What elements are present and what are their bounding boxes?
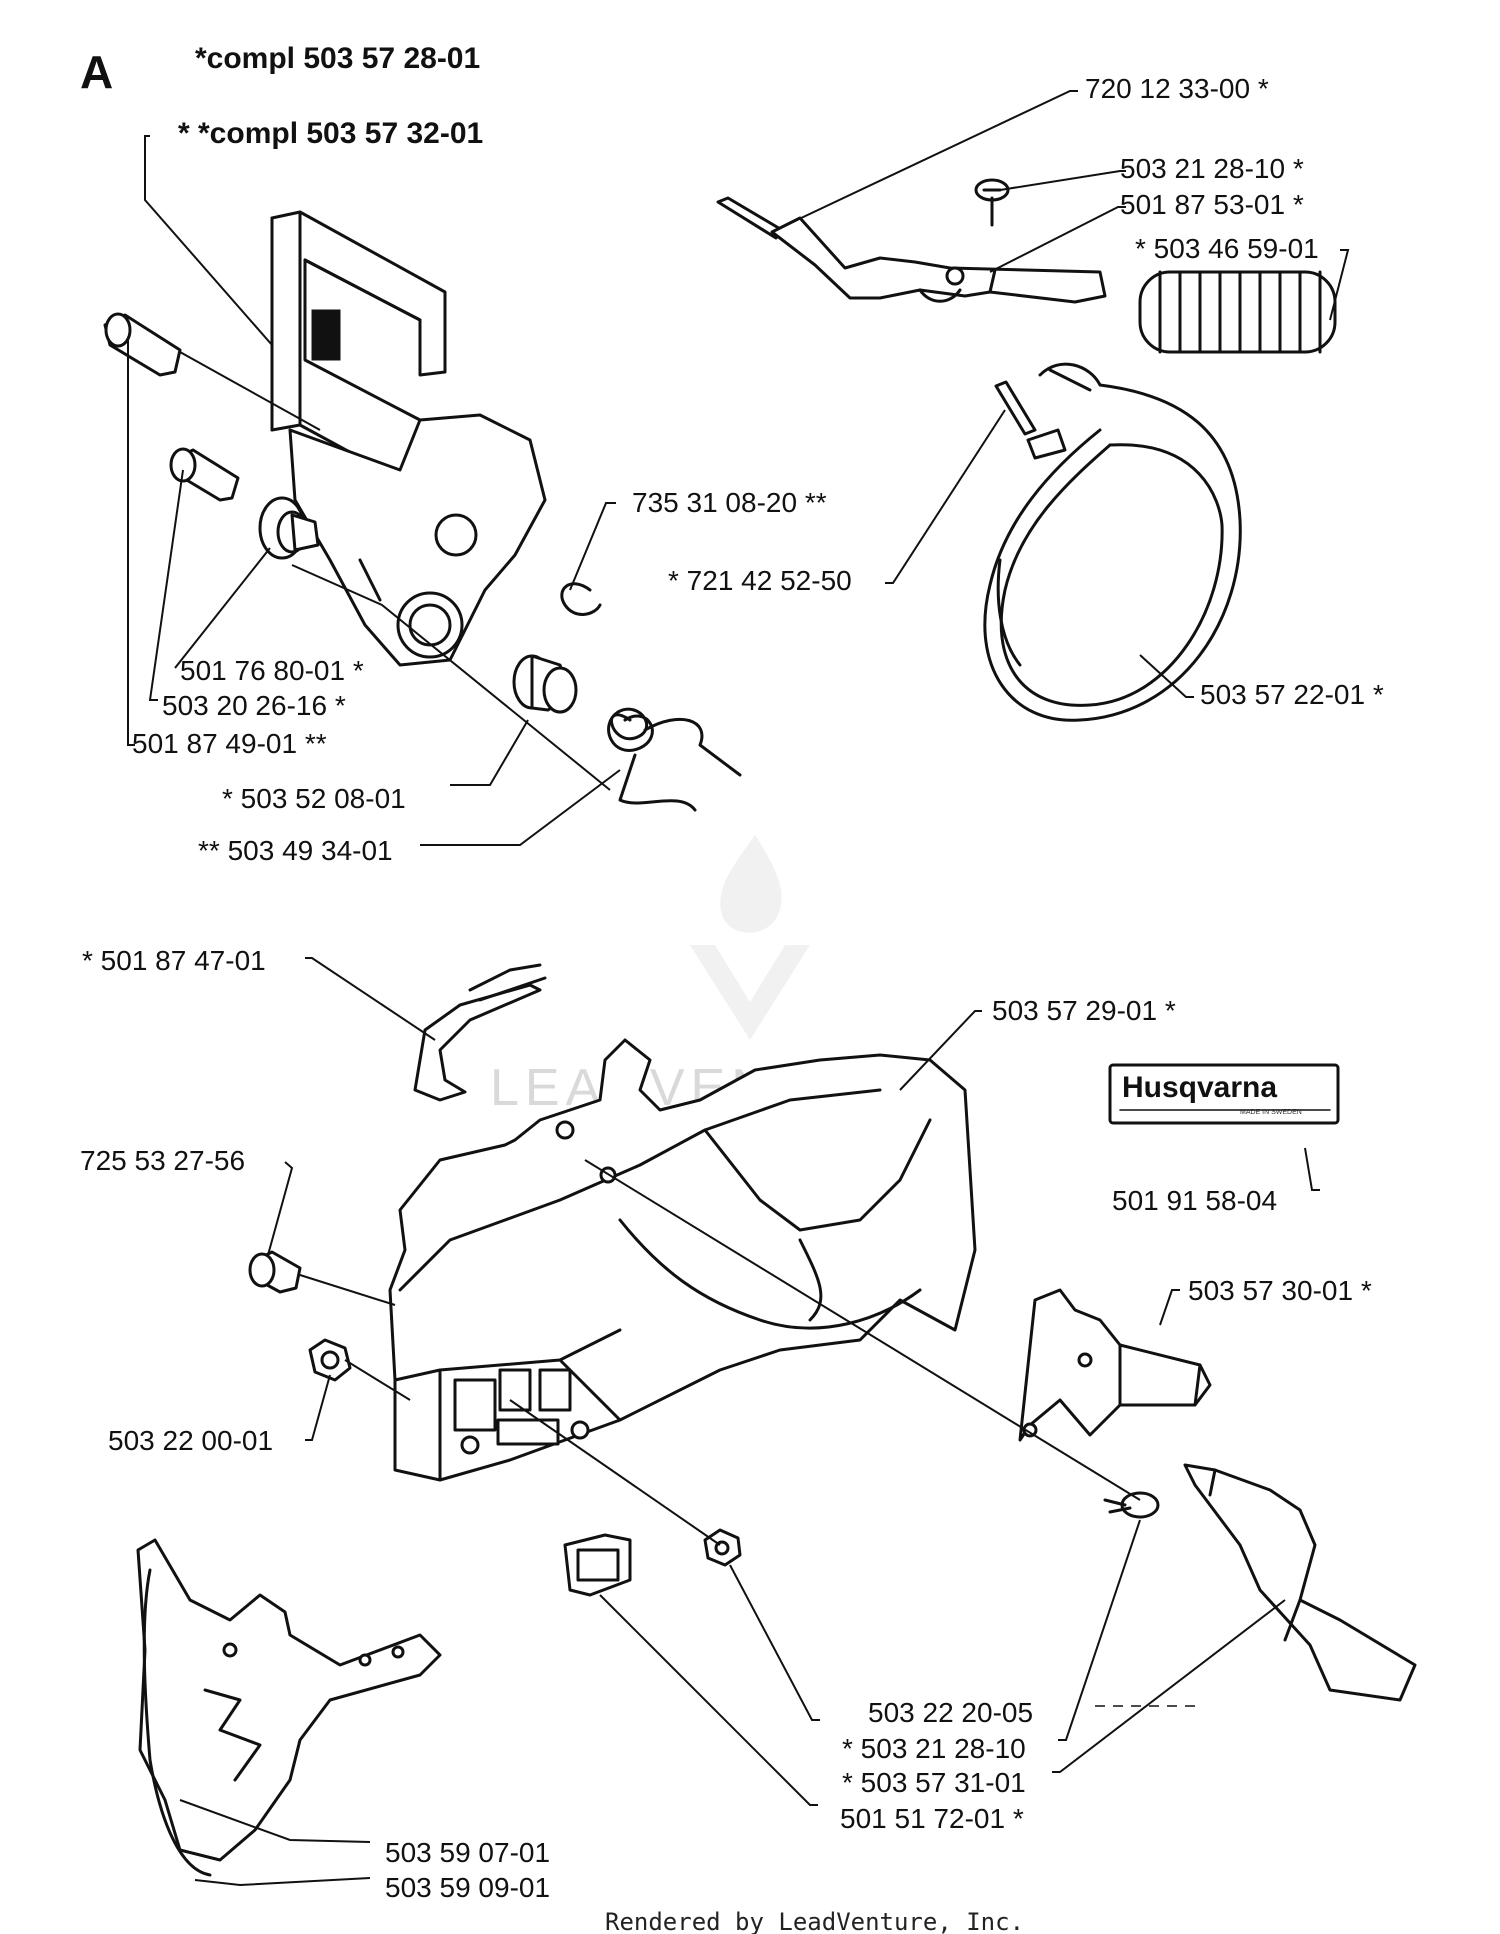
washer-501-76-80-01 xyxy=(258,496,320,560)
brake-band-503-57-22-01 xyxy=(983,362,1242,722)
circlip-735-31-08-20 xyxy=(560,582,602,616)
label-501-91-58-04: 501 91 58-04 xyxy=(1112,1185,1277,1216)
nut-503-22-00-01 xyxy=(308,1338,352,1382)
brake-link-501-87-53-01 xyxy=(770,216,1107,304)
nut-503-22-20-05 xyxy=(703,1528,742,1567)
watermark-logo xyxy=(690,835,810,1040)
label-501-51-72-01: 501 51 72-01 * xyxy=(840,1803,1024,1834)
label-503-49-34-01: ** 503 49 34-01 xyxy=(198,835,393,866)
label-503-57-31-01: * 503 57 31-01 xyxy=(842,1767,1026,1798)
label-501-76-80-01: 501 76 80-01 * xyxy=(180,655,364,686)
label-503-22-20-05: 503 22 20-05 xyxy=(868,1697,1033,1728)
clutch-cover-503-57-29-01 xyxy=(388,1038,977,1482)
spring-503-46-59-01 xyxy=(1138,270,1337,354)
section-letter: A xyxy=(80,46,113,98)
screw-503-20-26-16 xyxy=(169,447,240,502)
pad-501-51-72-01 xyxy=(563,1533,632,1597)
brake-handle xyxy=(270,210,447,477)
label-735-31-08-20: 735 31 08-20 ** xyxy=(632,487,827,518)
screw-503-21-28-10-bottom xyxy=(1103,1491,1160,1519)
label-503-20-26-16: 503 20 26-16 * xyxy=(162,690,346,721)
label-503-21-28-10-bottom: * 503 21 28-10 xyxy=(842,1733,1026,1764)
label-503-21-28-10-top: 503 21 28-10 * xyxy=(1120,153,1304,184)
bolt-501-87-49-01 xyxy=(103,312,182,377)
label-720-12-33-00: 720 12 33-00 * xyxy=(1085,73,1269,104)
label-503-59-09-01: 503 59 09-01 xyxy=(385,1872,550,1903)
label-503-59-07-01: 503 59 07-01 xyxy=(385,1837,550,1868)
guide-503-57-30-01 xyxy=(1018,1288,1212,1442)
bushing-503-52-08-01 xyxy=(512,654,578,714)
label-503-46-59-01: * 503 46 59-01 xyxy=(1135,233,1319,264)
label-503-57-29-01: 503 57 29-01 * xyxy=(992,995,1176,1026)
decal-501-91-58-04 xyxy=(1108,1063,1340,1125)
spring-503-49-34-01 xyxy=(607,707,742,812)
decal-subtitle: MADE IN SWEDEN xyxy=(1240,1109,1302,1116)
screw-503-21-28-10-top xyxy=(974,178,1010,227)
assembly-compl-1: *compl 503 57 28-01 xyxy=(195,42,480,75)
label-501-87-53-01: 501 87 53-01 * xyxy=(1120,189,1304,220)
assembly-compl-2: * *compl 503 57 32-01 xyxy=(178,117,483,150)
label-503-57-30-01: 503 57 30-01 * xyxy=(1188,1275,1372,1306)
bar-plate-503-59-07-01 xyxy=(136,1538,442,1862)
decal-brand: Husqvarna xyxy=(1122,1071,1277,1104)
label-721-42-52-50: * 721 42 52-50 xyxy=(668,565,852,596)
bar-plate-503-59-09-01 xyxy=(142,1568,262,1877)
label-501-87-47-01: * 501 87 47-01 xyxy=(82,945,266,976)
footer-credit: Rendered by LeadVenture, Inc. xyxy=(605,1908,1024,1934)
label-725-53-27-56: 725 53 27-56 xyxy=(80,1145,245,1176)
bracket-501-87-47-01 xyxy=(413,963,547,1102)
label-503-22-00-01: 503 22 00-01 xyxy=(108,1425,273,1456)
brake-lever-body xyxy=(288,413,547,667)
plate-503-57-31-01 xyxy=(1183,1463,1417,1702)
label-503-52-08-01: * 503 52 08-01 xyxy=(222,783,406,814)
pin-721-42-52-50 xyxy=(994,380,1037,436)
screw-725-53-27-56 xyxy=(248,1250,302,1294)
label-501-87-49-01: 501 87 49-01 ** xyxy=(132,728,327,759)
label-503-57-22-01: 503 57 22-01 * xyxy=(1200,679,1384,710)
